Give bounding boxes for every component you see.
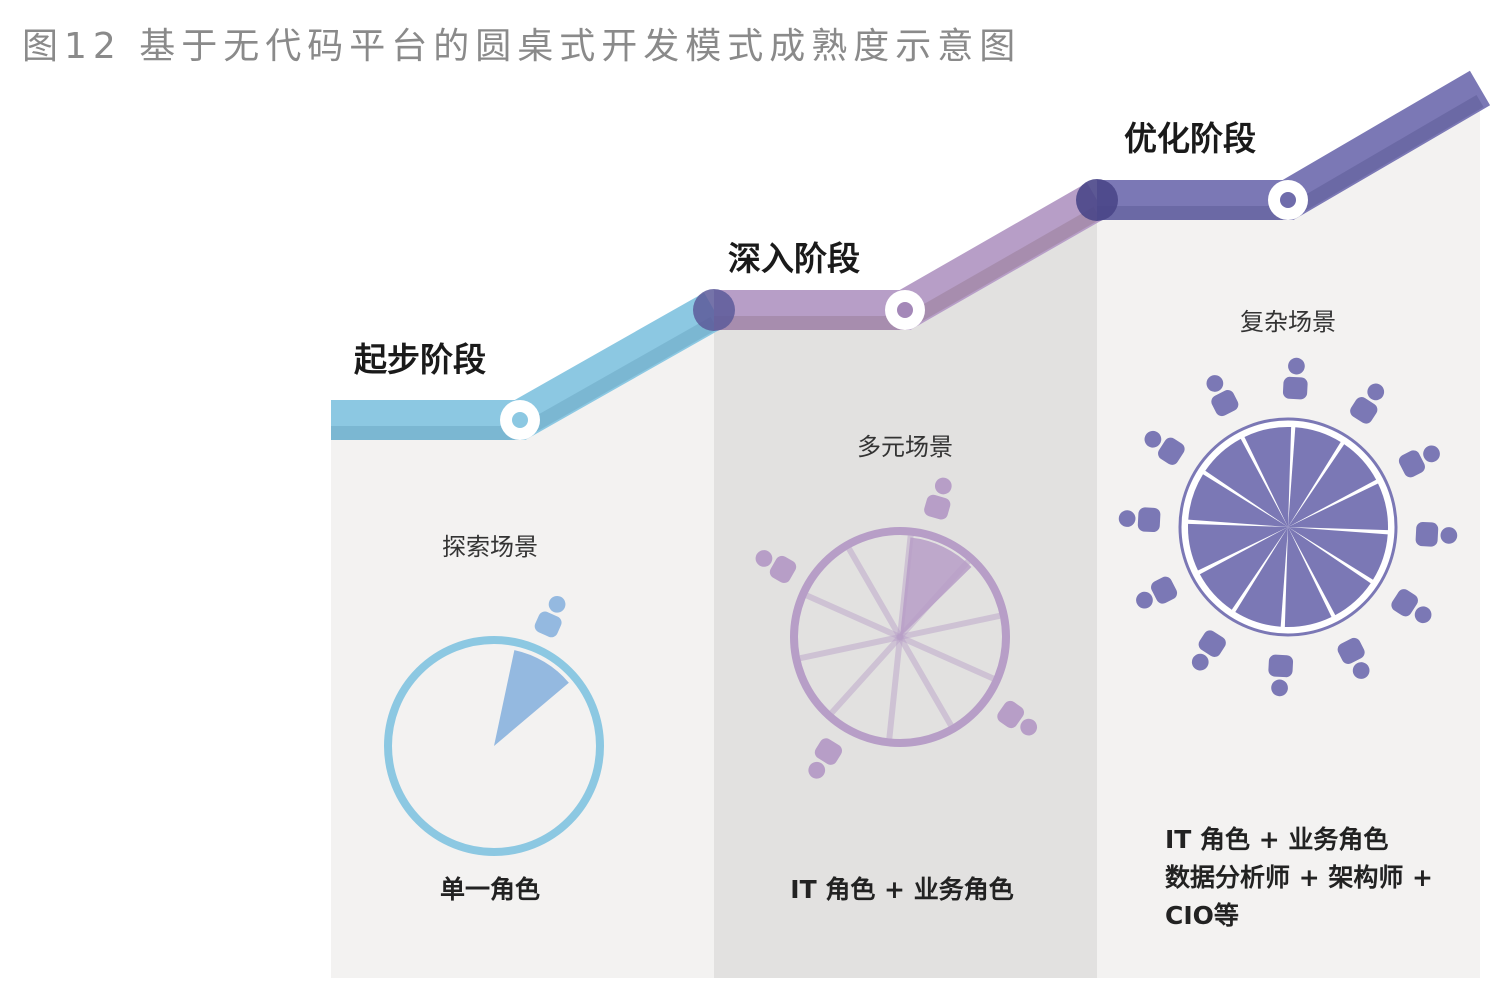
participant-body: [769, 555, 797, 584]
table-rim: [790, 527, 1010, 747]
table-filled-seat: [1288, 444, 1377, 527]
roles-label-deep: IT 角色 + 业务角色: [790, 875, 1013, 904]
participant-icon: [997, 700, 1038, 736]
participant-body: [1211, 390, 1239, 417]
participant-head: [1118, 510, 1136, 527]
scene-label-optimize: 复杂场景: [1240, 308, 1336, 336]
table-filled-seat: [900, 537, 972, 637]
table-divider: [897, 635, 954, 727]
roles-label-optimize-line3: CIO等: [1165, 901, 1239, 930]
participant-head: [1271, 679, 1288, 697]
table-divider: [846, 547, 903, 639]
stage-title-optimize: 优化阶段: [1124, 119, 1256, 158]
participant-head: [1136, 591, 1153, 609]
table-divider: [899, 612, 1001, 640]
participant-head: [1367, 383, 1385, 401]
participant-body: [1158, 437, 1185, 465]
participant-body: [1151, 576, 1178, 604]
participant-head: [1352, 662, 1370, 679]
table-divider: [886, 636, 903, 739]
table-filled-seat: [1288, 427, 1341, 527]
participant-head: [1206, 375, 1224, 392]
participant-icon: [1191, 630, 1226, 671]
participant-icon: [755, 550, 797, 584]
round-table-optimize: [1118, 357, 1458, 697]
participant-icon: [1415, 521, 1458, 547]
table-filled-seat: [1205, 438, 1288, 527]
participant-head: [548, 595, 566, 613]
table-filled-seat: [1244, 427, 1292, 527]
table-divider: [829, 634, 903, 715]
participant-body: [1282, 376, 1308, 400]
participant-head: [1423, 445, 1440, 463]
table-filled-seat: [1288, 483, 1388, 531]
participant-body: [997, 700, 1025, 729]
participant-icon: [1136, 576, 1178, 609]
table-divider: [805, 592, 902, 640]
participant-body: [924, 494, 951, 520]
participant-icon: [1398, 445, 1440, 478]
participant-body: [814, 738, 843, 765]
participant-head: [755, 550, 773, 567]
table-divider: [799, 634, 901, 662]
participant-icon: [1282, 357, 1308, 400]
table-filled-seat: [1187, 523, 1288, 571]
participant-body: [1398, 450, 1425, 478]
table-filled-seat: [1235, 527, 1288, 627]
participant-body: [1337, 637, 1365, 664]
participant-head: [1288, 357, 1305, 375]
roles-label-optimize-line1: IT 角色 + 业务角色: [1165, 825, 1388, 854]
participant-head: [1414, 606, 1432, 624]
round-table-deep: [755, 477, 1038, 779]
participant-icon: [924, 477, 952, 520]
participant-body: [1137, 507, 1161, 533]
table-divider: [898, 634, 995, 682]
participant-icon: [1144, 430, 1185, 465]
participant-body: [1198, 630, 1226, 657]
table-filled-seat: [494, 650, 569, 746]
participant-head: [808, 761, 826, 779]
milestone-ring-optimize-inner: [1280, 192, 1296, 208]
participant-icon: [808, 738, 843, 779]
participant-head: [934, 477, 952, 495]
participant-head: [1440, 527, 1458, 544]
table-filled-seat: [1188, 474, 1288, 527]
participant-body: [1268, 654, 1294, 678]
table-rim: [384, 636, 604, 856]
participant-body: [534, 611, 562, 638]
participant-icon: [1206, 375, 1239, 417]
roles-label-optimize-line2: 数据分析师 + 架构师 +: [1165, 863, 1433, 892]
participant-body: [1415, 521, 1439, 547]
participant-icon: [1391, 589, 1432, 624]
scene-label-start: 探索场景: [442, 533, 538, 561]
participant-head: [1144, 430, 1162, 448]
round-table-start: [384, 595, 604, 856]
participant-icon: [534, 595, 566, 638]
participant-body: [1350, 397, 1378, 424]
participant-head: [1191, 653, 1209, 671]
participant-head: [1020, 718, 1038, 736]
scene-label-deep: 多元场景: [857, 433, 953, 461]
participant-icon: [1350, 383, 1385, 424]
milestone-ring-deep-inner: [897, 302, 913, 318]
figure-title: 图12 基于无代码平台的圆桌式开发模式成熟度示意图: [22, 26, 1021, 67]
junction-dot-1: [693, 289, 735, 331]
stage-title-deep: 深入阶段: [728, 239, 860, 278]
milestone-ring-start-inner: [512, 412, 528, 428]
table-filled-seat: [1288, 527, 1371, 616]
roles-label-start: 单一角色: [440, 875, 540, 904]
table-filled-seat: [1199, 527, 1288, 610]
junction-dot-2: [1076, 179, 1118, 221]
stage-title-start: 起步阶段: [354, 340, 486, 379]
participant-icon: [1268, 654, 1294, 697]
table-filled-seat: [1288, 527, 1388, 580]
participant-icon: [1118, 507, 1161, 533]
table-filled-seat: [1284, 527, 1332, 627]
participant-icon: [1337, 637, 1370, 679]
growth-path: [331, 70, 1491, 440]
participant-body: [1391, 589, 1418, 617]
